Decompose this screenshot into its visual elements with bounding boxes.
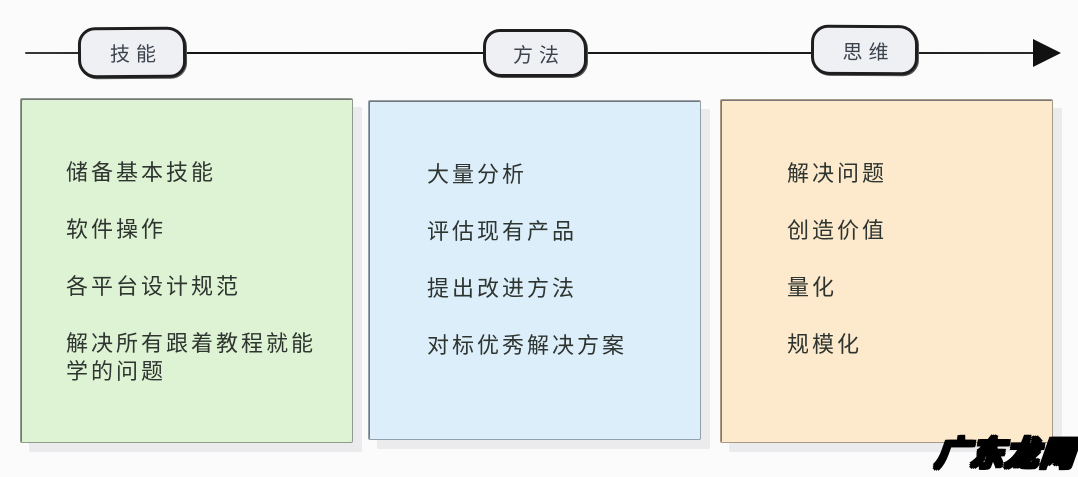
timeline-node-label: 技能 — [109, 43, 163, 67]
list-item: 解决问题 — [787, 161, 888, 186]
timeline-node-label: 方法 — [513, 44, 565, 67]
list-item: 各平台设计规范 — [66, 274, 242, 299]
list-item: 解决所有跟着教程就能 学的问题 — [66, 331, 317, 384]
timeline-node-label: 思维 — [842, 41, 895, 64]
timeline-node-mindset: 思维 — [810, 24, 919, 76]
list-item: 规模化 — [787, 332, 863, 357]
list-item: 大量分析 — [427, 162, 528, 187]
list-item: 对标优秀解决方案 — [427, 333, 628, 358]
timeline-node-skills: 技能 — [77, 26, 187, 79]
column-methods: 大量分析 评估现有产品 提出改进方法 对标优秀解决方案 — [368, 100, 701, 440]
arrow-right-icon — [1033, 39, 1061, 67]
list-item: 提出改进方法 — [427, 276, 578, 301]
timeline-node-methods: 方法 — [483, 29, 587, 77]
list-item: 量化 — [787, 275, 838, 300]
list-item: 储备基本技能 — [66, 160, 217, 185]
column-mindset: 解决问题 创造价值 量化 规模化 — [720, 99, 1053, 443]
list-item: 评估现有产品 — [427, 219, 578, 244]
list-item: 软件操作 — [66, 217, 167, 242]
watermark: 广东龙网 — [933, 434, 1078, 473]
list-item: 创造价值 — [787, 218, 888, 243]
column-skills: 储备基本技能 软件操作 各平台设计规范 解决所有跟着教程就能 学的问题 — [20, 98, 353, 443]
